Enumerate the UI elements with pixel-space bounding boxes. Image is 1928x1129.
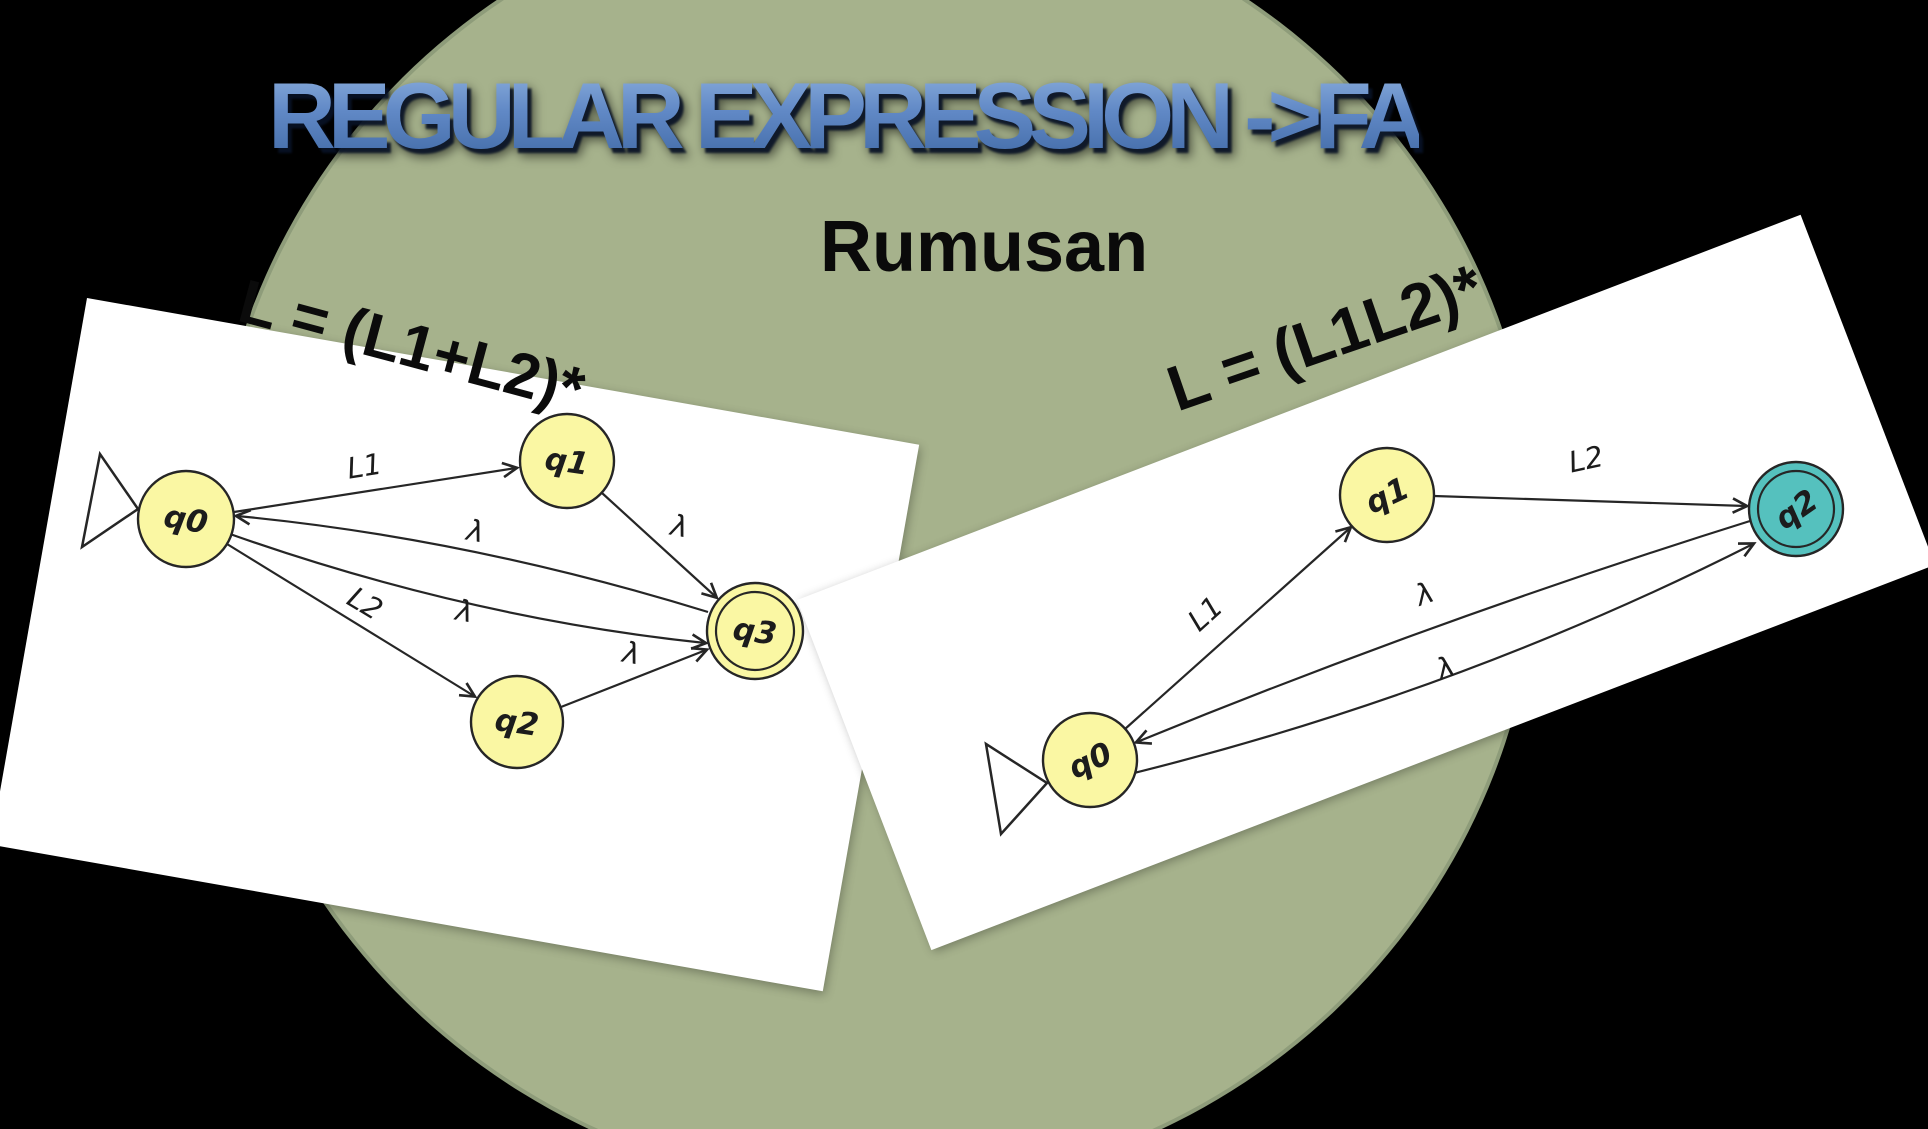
transition-label-left-q3-q0: λ bbox=[462, 513, 487, 550]
state-right-q0 bbox=[1041, 711, 1139, 809]
state-label-left-q2: q2 bbox=[493, 702, 541, 744]
transition-label-left-q1-q3: λ bbox=[666, 508, 691, 545]
transition-right-q0-q2 bbox=[1133, 542, 1757, 775]
transition-left-q0-q3 bbox=[229, 532, 710, 650]
transition-right-q1-q2 bbox=[1433, 494, 1751, 514]
transition-left-q0-q1 bbox=[233, 461, 521, 514]
transition-label-left-q0-q3: λ bbox=[451, 593, 476, 630]
transition-label-right-q2-q0: λ bbox=[1409, 575, 1439, 614]
transition-label-right-q1-q2: L2 bbox=[1565, 439, 1606, 479]
state-left-q1 bbox=[518, 412, 616, 510]
transition-right-q2-q0 bbox=[1133, 519, 1751, 745]
transition-left-q3-q0 bbox=[232, 508, 709, 614]
transition-label-left-q0-q1: L1 bbox=[345, 447, 385, 486]
transition-left-q2-q3 bbox=[560, 646, 710, 709]
transition-label-left-q2-q3: λ bbox=[618, 635, 643, 672]
transition-right-q0-q1 bbox=[1124, 525, 1354, 730]
right-start-arrow bbox=[984, 741, 1049, 837]
state-label-left-q1: q1 bbox=[543, 441, 591, 483]
slide-title: REGULAR EXPRESSION ->FA bbox=[268, 62, 1426, 170]
transition-label-right-q0-q1: L1 bbox=[1181, 589, 1229, 637]
transition-left-q1-q3 bbox=[601, 492, 719, 600]
state-inner-ring-right-q2 bbox=[1756, 469, 1836, 549]
state-left-q0 bbox=[136, 469, 236, 569]
state-inner-ring-left-q3 bbox=[714, 590, 796, 672]
left-start-arrow bbox=[80, 450, 140, 550]
state-label-left-q0: q0 bbox=[161, 498, 210, 541]
state-label-left-q3: q3 bbox=[731, 611, 779, 653]
transition-left-q0-q2 bbox=[226, 543, 478, 699]
state-left-q3 bbox=[705, 581, 805, 681]
slide-subtitle: Rumusan bbox=[820, 207, 1149, 287]
state-right-q2 bbox=[1747, 460, 1845, 558]
state-left-q2 bbox=[469, 674, 565, 770]
state-right-q1 bbox=[1338, 446, 1436, 544]
